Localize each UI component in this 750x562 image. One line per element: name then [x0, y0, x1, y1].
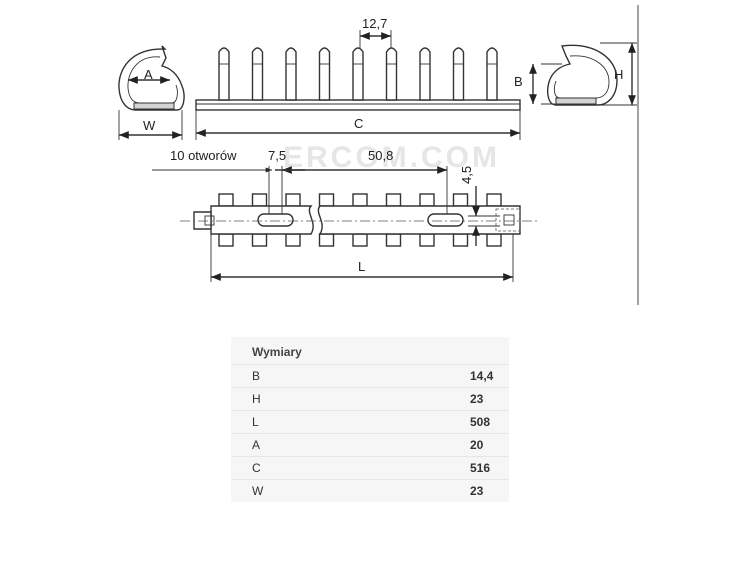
- right-clip-view: B H: [514, 42, 637, 106]
- row-key: C: [252, 461, 261, 475]
- dim-l-label: L: [358, 259, 365, 274]
- table-row: L 508: [231, 411, 509, 434]
- row-value: 20: [470, 438, 484, 452]
- table-row: H 23: [231, 388, 509, 411]
- comb-tooth: [318, 47, 331, 101]
- row-value: 14,4: [470, 369, 494, 383]
- technical-drawing: ERCOM.COM A W C 12,7 B: [118, 5, 639, 305]
- row-key: H: [252, 392, 261, 406]
- dim-h-label: H: [614, 67, 623, 82]
- dim-c-label: C: [354, 116, 363, 131]
- comb-tab: [452, 193, 469, 247]
- comb-tab: [385, 193, 402, 247]
- comb-tooth: [251, 47, 264, 101]
- comb-tooth: [218, 47, 230, 101]
- dim-pitch-label: 12,7: [362, 16, 387, 31]
- table-row: A 20: [231, 434, 509, 457]
- table-row: C 516: [231, 457, 509, 480]
- comb-tooth: [352, 47, 364, 101]
- row-key: A: [252, 438, 261, 452]
- table-row: B 14,4: [231, 365, 509, 388]
- dim-a-label: A: [144, 67, 153, 82]
- front-comb-view: C 12,7: [195, 16, 521, 140]
- row-key: B: [252, 369, 261, 383]
- comb-teeth: [218, 47, 498, 101]
- row-key: W: [252, 484, 264, 498]
- row-value: 508: [470, 415, 491, 429]
- left-clip-view: A W: [118, 45, 185, 140]
- end-tab-left: [193, 211, 212, 230]
- row-value: 23: [470, 484, 484, 498]
- watermark-text: ERCOM.COM: [283, 141, 500, 174]
- row-value: 516: [470, 461, 491, 475]
- mounting-hole-2: [427, 213, 464, 227]
- comb-tooth: [452, 47, 465, 101]
- row-value: 23: [470, 392, 484, 406]
- dim-w-label: W: [143, 118, 156, 133]
- row-key: L: [252, 415, 259, 429]
- dim-offset-label: 4,5: [459, 166, 474, 184]
- dim-hole-width-label: 7,5: [268, 148, 286, 163]
- dim-b-label: B: [514, 74, 523, 89]
- table-title: Wymiary: [231, 337, 509, 365]
- comb-tooth: [419, 47, 431, 101]
- comb-tooth: [486, 47, 498, 101]
- table-row: W 23: [231, 480, 509, 502]
- top-plan-view: 10 otworów 7,5 50,8 4,5 L: [152, 148, 540, 282]
- comb-tab: [419, 193, 435, 247]
- comb-tooth: [385, 47, 398, 101]
- holes-count-label: 10 otworów: [170, 148, 237, 163]
- strip-right-part: [317, 205, 521, 235]
- dim-hole-spacing-label: 50,8: [368, 148, 393, 163]
- comb-base: [195, 99, 521, 111]
- mounting-hole-1: [257, 213, 294, 227]
- dimensions-table: Wymiary B 14,4 H 23 L 508 A 20 C 516 W 2…: [231, 337, 509, 502]
- comb-tab: [218, 193, 234, 247]
- comb-tooth: [285, 47, 297, 101]
